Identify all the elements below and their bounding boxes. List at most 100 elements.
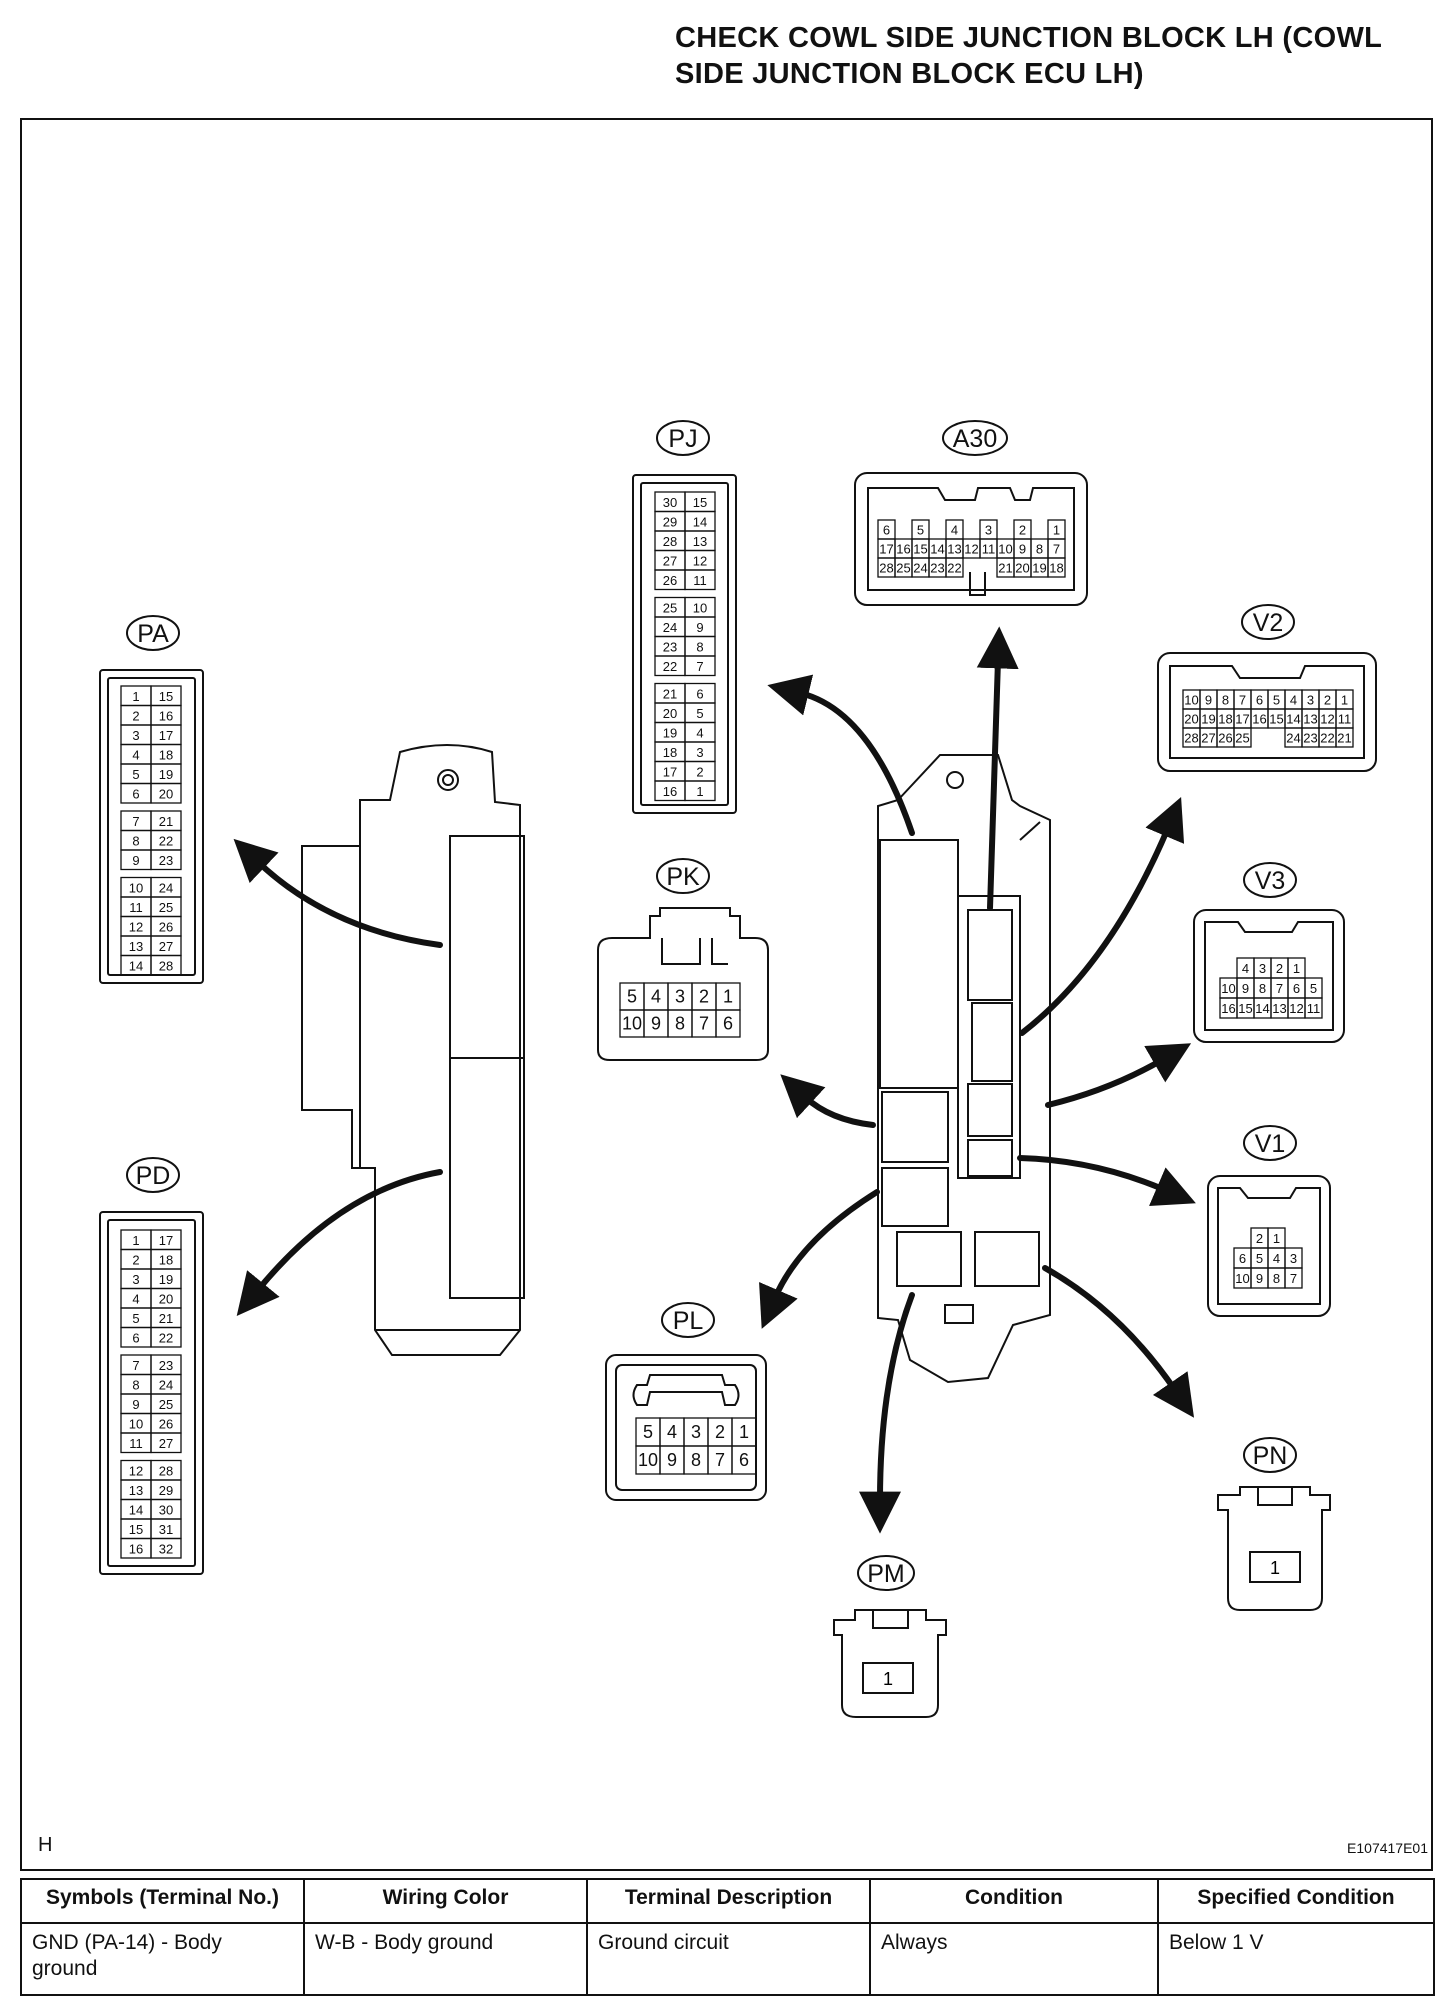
pin-V2-25: 25 <box>1235 731 1249 746</box>
pin-PK-6: 6 <box>723 1014 733 1034</box>
pin-PK-3: 3 <box>675 987 685 1007</box>
connector-PJ <box>632 474 737 814</box>
pin-PA-21: 21 <box>159 814 173 829</box>
pin-A30-21: 21 <box>998 561 1012 576</box>
pin-V2-18: 18 <box>1218 712 1232 727</box>
pin-PA-26: 26 <box>159 919 173 934</box>
pin-V2-15: 15 <box>1269 712 1283 727</box>
pin-PD-3: 3 <box>132 1272 139 1287</box>
label-PN: PN <box>1253 1442 1288 1470</box>
label-V3: V3 <box>1255 867 1286 895</box>
pin-PJ-14: 14 <box>693 514 707 529</box>
pin-PJ-6: 6 <box>696 686 703 701</box>
pin-PD-26: 26 <box>159 1416 173 1431</box>
pin-V2-11: 11 <box>1338 712 1352 727</box>
pin-cell-PJ <box>684 780 716 802</box>
col-header-specified-condition: Specified Condition <box>1157 1878 1435 1924</box>
pin-cell-PD <box>150 1537 182 1559</box>
pin-A30-23: 23 <box>930 561 944 576</box>
pin-PJ-7: 7 <box>696 659 703 674</box>
pin-PK-2: 2 <box>699 987 709 1007</box>
connector-A30 <box>854 472 1088 606</box>
pin-V2-13: 13 <box>1303 712 1317 727</box>
connector-V1 <box>1207 1175 1331 1317</box>
pin-A30-6: 6 <box>883 523 890 538</box>
page-title: CHECK COWL SIDE JUNCTION BLOCK LH (COWL … <box>675 20 1435 92</box>
col-header-wiring-color: Wiring Color <box>303 1878 588 1924</box>
pin-PA-1: 1 <box>132 689 139 704</box>
pin-V2-8: 8 <box>1222 693 1229 708</box>
pin-PD-12: 12 <box>129 1463 143 1478</box>
pin-PA-23: 23 <box>159 853 173 868</box>
pin-PA-27: 27 <box>159 939 173 954</box>
pin-PD-10: 10 <box>129 1416 143 1431</box>
pin-PD-15: 15 <box>129 1522 143 1537</box>
pin-A30-24: 24 <box>913 561 927 576</box>
pin-V3-16: 16 <box>1221 1001 1235 1016</box>
spec-table: Symbols (Terminal No.) Wiring Color Term… <box>20 1878 1435 1996</box>
pin-V2-23: 23 <box>1303 731 1317 746</box>
pin-PA-9: 9 <box>132 853 139 868</box>
pin-V2-20: 20 <box>1184 712 1198 727</box>
cell-specified-condition: Below 1 V <box>1157 1922 1435 1996</box>
pin-PK-7: 7 <box>699 1014 709 1034</box>
pin-PD-30: 30 <box>159 1502 173 1517</box>
pin-A30-25: 25 <box>896 561 910 576</box>
pin-cell-PD <box>150 1432 182 1454</box>
pin-cell-PJ <box>684 655 716 677</box>
pin-PA-28: 28 <box>159 958 173 973</box>
pin-PD-23: 23 <box>159 1358 173 1373</box>
pin-PL-2: 2 <box>715 1422 725 1442</box>
pin-V3-4: 4 <box>1242 961 1249 976</box>
pin-PJ-8: 8 <box>696 639 703 654</box>
pin-V3-9: 9 <box>1242 981 1249 996</box>
pin-PD-13: 13 <box>129 1483 143 1498</box>
pin-V2-28: 28 <box>1184 731 1198 746</box>
pin-PJ-20: 20 <box>663 706 677 721</box>
arrow-to-PM <box>859 1292 915 1534</box>
pin-V3-14: 14 <box>1255 1001 1269 1016</box>
pin-V1-9: 9 <box>1256 1271 1263 1286</box>
pin-V3-3: 3 <box>1259 961 1266 976</box>
pin-PA-25: 25 <box>159 900 173 915</box>
pin-cell-PL <box>731 1445 757 1475</box>
pin-PD-9: 9 <box>132 1397 139 1412</box>
pin-A30-17: 17 <box>879 542 893 557</box>
pin-PD-32: 32 <box>159 1541 173 1556</box>
pin-PA-6: 6 <box>132 786 139 801</box>
pin-V3-5: 5 <box>1310 981 1317 996</box>
pin-V3-2: 2 <box>1276 961 1283 976</box>
pin-cell-PK <box>715 1009 741 1038</box>
pin-PJ-19: 19 <box>663 725 677 740</box>
pin-V1-2: 2 <box>1256 1231 1263 1246</box>
pin-PD-17: 17 <box>159 1233 173 1248</box>
pin-PK-8: 8 <box>675 1014 685 1034</box>
pin-PD-21: 21 <box>159 1311 173 1326</box>
pin-PL-10: 10 <box>638 1450 658 1470</box>
pin-PJ-22: 22 <box>663 659 677 674</box>
table-header-row: Symbols (Terminal No.) Wiring Color Term… <box>20 1878 1435 1924</box>
connector-V3 <box>1193 909 1345 1043</box>
pin-PJ-17: 17 <box>663 764 677 779</box>
pin-V2-2: 2 <box>1324 693 1331 708</box>
pin-V2-19: 19 <box>1201 712 1215 727</box>
pin-A30-1: 1 <box>1053 523 1060 538</box>
pin-PJ-15: 15 <box>693 495 707 510</box>
pin-PD-31: 31 <box>159 1522 173 1537</box>
pin-V3-12: 12 <box>1289 1001 1303 1016</box>
pin-PD-2: 2 <box>132 1252 139 1267</box>
pin-PJ-23: 23 <box>663 639 677 654</box>
pin-A30-4: 4 <box>951 523 958 538</box>
figure-code: E107417E01 <box>1347 1840 1428 1856</box>
pin-V2-9: 9 <box>1205 693 1212 708</box>
pin-PJ-21: 21 <box>663 686 677 701</box>
arrow-to-PL <box>759 1189 880 1329</box>
pin-PJ-3: 3 <box>696 745 703 760</box>
pin-A30-11: 11 <box>982 542 996 557</box>
label-A30: A30 <box>953 425 997 453</box>
pin-PL-9: 9 <box>667 1450 677 1470</box>
pin-PA-22: 22 <box>159 833 173 848</box>
pin-V3-8: 8 <box>1259 981 1266 996</box>
arrow-to-PK <box>780 1074 876 1128</box>
